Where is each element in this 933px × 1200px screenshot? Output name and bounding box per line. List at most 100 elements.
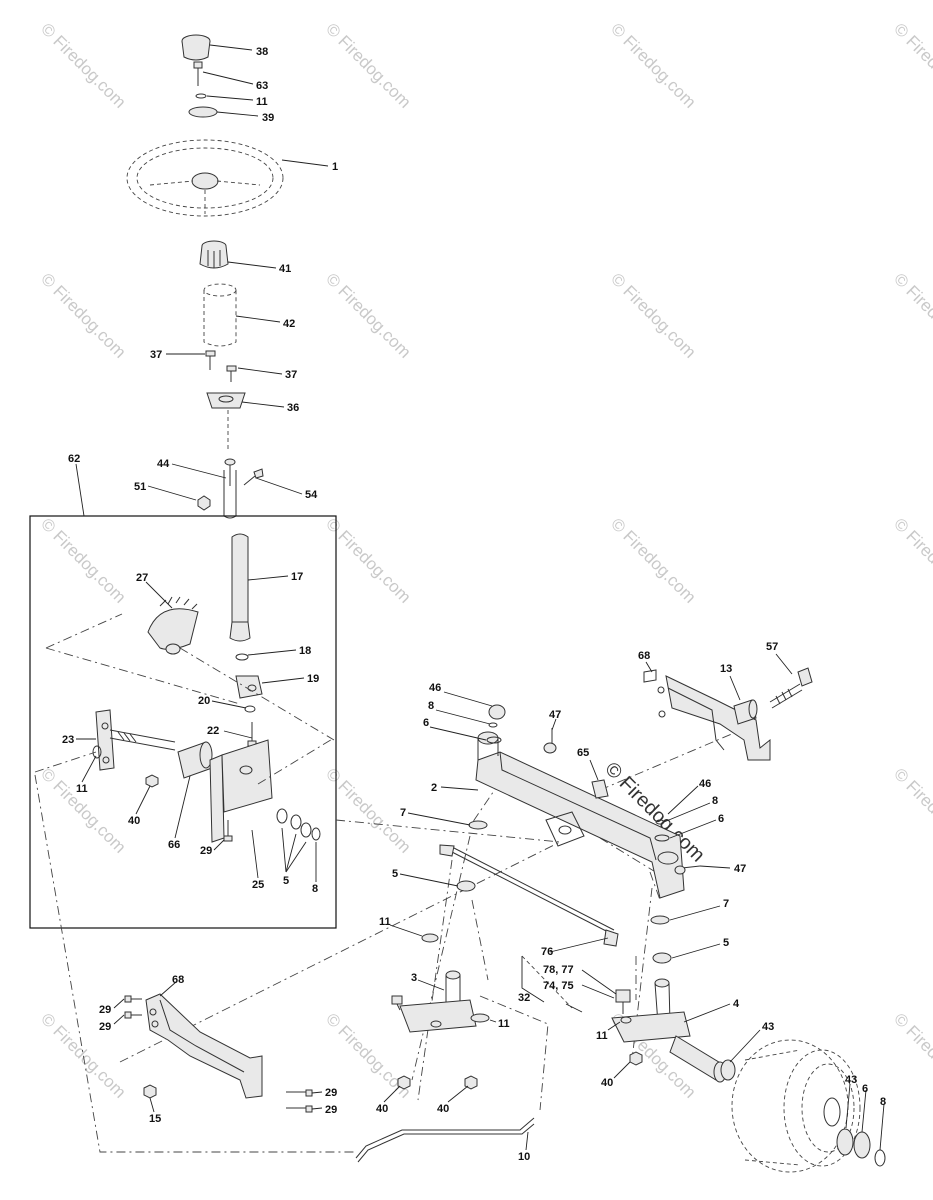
callout-3: 3 xyxy=(411,972,417,984)
watermark-text: © Firedog.com xyxy=(890,514,933,606)
callout-29: 29 xyxy=(325,1087,337,1099)
callout-22: 22 xyxy=(207,725,219,737)
callout-40: 40 xyxy=(437,1103,449,1115)
washer-5-c xyxy=(300,822,312,838)
callout-10: 10 xyxy=(518,1151,530,1163)
bolt-29-c xyxy=(286,1089,313,1097)
callout-15: 15 xyxy=(149,1113,161,1125)
ring-8-left xyxy=(488,722,498,728)
leader-lines xyxy=(75,44,885,1151)
spacer-13 xyxy=(733,699,758,725)
callout-57: 57 xyxy=(766,641,778,653)
spindle-3 xyxy=(391,970,477,1033)
upper-right-bracket xyxy=(643,667,813,761)
callout-13: 13 xyxy=(720,663,732,675)
callout-labels: 38 63 11 39 1 41 42 37 37 36 62 44 51 54… xyxy=(62,46,886,1163)
assembly-centerline xyxy=(257,737,335,785)
washer-5-a xyxy=(276,808,288,824)
callout-8: 8 xyxy=(712,795,718,807)
washer-5-right xyxy=(652,952,672,964)
callout-68: 68 xyxy=(638,650,650,662)
callout-7: 7 xyxy=(400,807,406,819)
callout-11: 11 xyxy=(76,783,88,795)
watermark-text: © Firedog.com xyxy=(890,19,933,111)
washer-43-top xyxy=(720,1059,736,1081)
lower-left-bracket xyxy=(124,993,313,1113)
callout-17: 17 xyxy=(291,571,303,583)
bracket-23 xyxy=(95,709,176,771)
nut-40-a xyxy=(397,1075,411,1090)
pinion-gear xyxy=(229,621,251,642)
callout-46: 46 xyxy=(699,778,711,790)
watermark-text: © Firedog.com xyxy=(607,19,699,111)
callout-bracket-32 xyxy=(521,955,573,1009)
washer-7-left xyxy=(468,820,488,830)
washer-11-left xyxy=(421,933,439,943)
callout-11: 11 xyxy=(379,916,391,928)
callout-7: 7 xyxy=(723,898,729,910)
bolt-29-box xyxy=(223,820,233,842)
watermark-text: © Firedog.com xyxy=(890,269,933,361)
callout-5: 5 xyxy=(283,875,289,887)
callout-37: 37 xyxy=(285,369,297,381)
bushing-66 xyxy=(177,741,213,779)
callout-18: 18 xyxy=(299,645,311,657)
bolt-22 xyxy=(247,722,257,747)
callout-2: 2 xyxy=(431,782,437,794)
washer-8-box xyxy=(311,827,321,841)
callout-11: 11 xyxy=(256,96,268,108)
assembly-centerline xyxy=(45,647,241,705)
callout-5: 5 xyxy=(392,868,398,880)
callout-1: 1 xyxy=(332,161,338,173)
washer-43-wheel xyxy=(836,1128,854,1156)
nut-51 xyxy=(197,495,211,511)
watermark-text: © Firedog.com xyxy=(890,764,933,856)
callout-38: 38 xyxy=(256,46,268,58)
watermark-text: © Firedog.com xyxy=(890,1009,933,1101)
watermark-text: © Firedog.com xyxy=(607,514,699,606)
callout-74-75: 74, 75 xyxy=(543,980,574,992)
callout-8: 8 xyxy=(312,883,318,895)
watermark-text: © Firedog.com xyxy=(37,269,129,361)
bolt-37-right xyxy=(226,365,237,382)
bracket-36 xyxy=(206,392,246,409)
washer-6-left xyxy=(486,736,502,744)
callout-4: 4 xyxy=(733,998,740,1010)
washer-18 xyxy=(235,653,249,661)
callout-20: 20 xyxy=(198,695,210,707)
washer-6-wheel xyxy=(853,1131,871,1159)
callout-29: 29 xyxy=(99,1004,111,1016)
callout-32: 32 xyxy=(518,992,530,1004)
callout-40: 40 xyxy=(601,1077,613,1089)
watermark-text: © Firedog.com xyxy=(37,764,129,856)
bolt-29-b xyxy=(124,1011,142,1019)
watermark-text: © Firedog.com xyxy=(37,19,129,111)
callout-78-77: 78, 77 xyxy=(543,964,574,976)
washer-5-b xyxy=(290,814,302,830)
bracket-68-left xyxy=(145,993,263,1099)
callout-37: 37 xyxy=(150,349,162,361)
callout-76: 76 xyxy=(541,946,553,958)
steering-wheel xyxy=(126,139,284,217)
washer-5-left xyxy=(456,880,476,892)
steering-column-parts xyxy=(126,34,284,519)
washer-7-right xyxy=(650,915,670,925)
assembly-centerline xyxy=(45,613,123,649)
callout-6: 6 xyxy=(862,1083,868,1095)
callout-11: 11 xyxy=(596,1030,608,1042)
washer-11-box xyxy=(92,745,102,759)
bolt-68-small xyxy=(643,669,657,683)
callout-8: 8 xyxy=(428,700,434,712)
tie-rod-76 xyxy=(439,844,619,947)
plate-39 xyxy=(188,106,218,118)
callout-47: 47 xyxy=(549,709,561,721)
callout-63: 63 xyxy=(256,80,268,92)
front-axle-parts xyxy=(355,704,886,1173)
callout-46: 46 xyxy=(429,682,441,694)
cap-46-left xyxy=(488,704,506,720)
axle-beam-2 xyxy=(475,751,685,899)
pin-44 xyxy=(224,458,236,486)
steering-shaft-17 xyxy=(231,533,249,623)
callout-6: 6 xyxy=(718,813,724,825)
adapter-41 xyxy=(199,240,229,269)
